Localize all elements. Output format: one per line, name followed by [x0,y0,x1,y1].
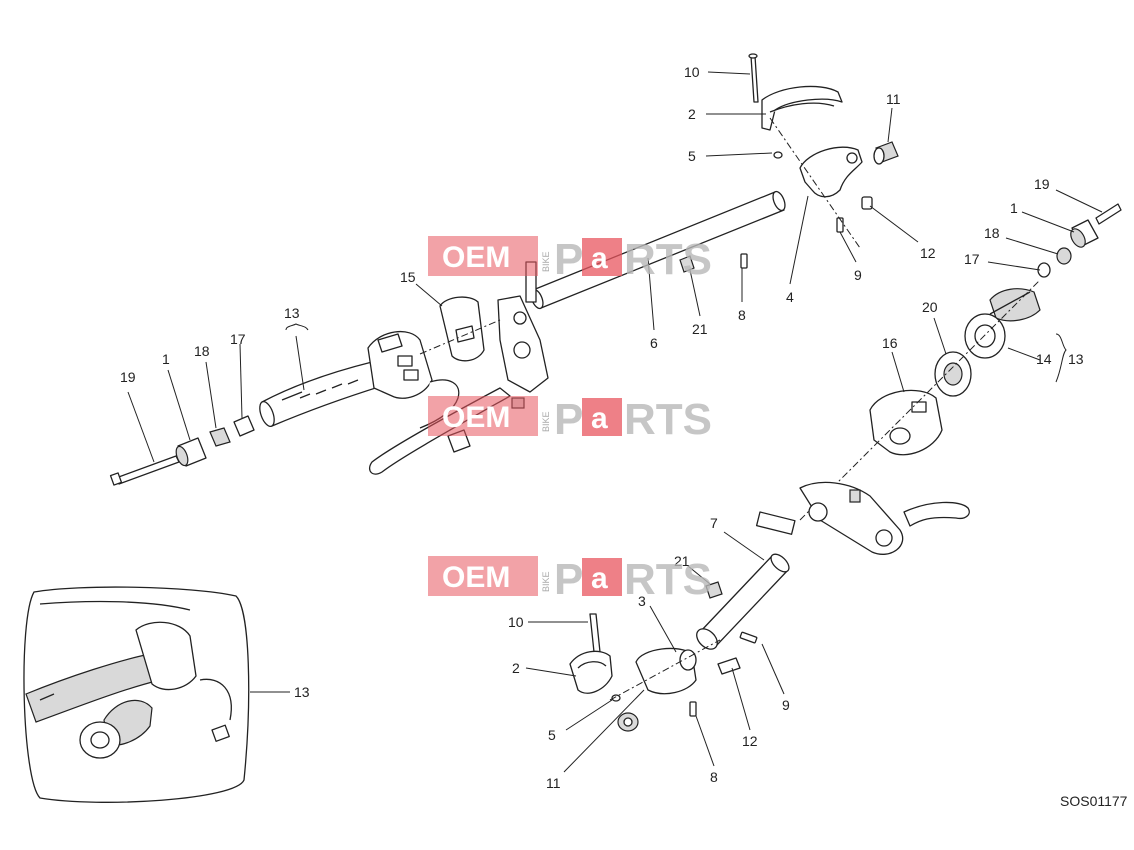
watermark-oem-box [428,236,538,276]
label-7: 7 [710,515,718,531]
watermark-a-box [582,558,622,596]
screw-21-lower [705,581,723,599]
watermark-oem-text: OEM [442,401,510,434]
watermark-a-box [582,238,622,276]
label-19-right: 19 [1034,176,1050,192]
screw-21-upper [679,255,695,273]
inset-detail [23,586,250,803]
label-1-right: 1 [1010,200,1018,216]
lower-clamp-assembly [569,613,758,732]
watermark-bike-text: BIKE [541,411,551,432]
label-18: 18 [194,343,210,359]
watermark-p: P [554,555,583,604]
label-16: 16 [882,335,898,351]
label-21-lower: 21 [674,553,690,569]
label-4: 4 [786,289,794,305]
watermark-oem-box [428,556,538,596]
watermark-oem-text: OEM [442,241,510,274]
label-19: 19 [120,369,136,385]
watermark-oem-box [428,396,538,436]
label-17-right: 17 [964,251,980,267]
label-11-lower: 11 [546,775,561,791]
label-10-lower: 10 [508,614,524,630]
watermark-bike-text: BIKE [541,251,551,272]
label-12: 12 [920,245,936,261]
watermark-a: a [591,242,608,275]
label-10: 10 [684,64,700,80]
label-17: 17 [230,331,246,347]
label-1: 1 [162,351,170,367]
watermark-a: a [591,562,608,595]
watermark-rts: RTS [624,235,712,284]
handlebar-right [696,553,790,650]
watermark-oem-text: OEM [442,561,510,594]
label-21: 21 [692,321,708,337]
label-13-inset: 13 [294,684,310,700]
upper-clamp-assembly [748,53,899,249]
left-grip-assembly [109,261,549,486]
label-5: 5 [688,148,696,164]
watermark-a-box [582,398,622,436]
watermark-bike-text: BIKE [541,571,551,592]
watermark-p: P [554,235,583,284]
label-12-lower: 12 [742,733,758,749]
label-11: 11 [886,91,901,107]
label-13: 13 [284,305,300,321]
label-18-right: 18 [984,225,1000,241]
label-9-lower: 9 [782,697,790,713]
pin-upper [740,253,748,269]
watermark-p: P [554,395,583,444]
watermark-1: OEM BIKE P a RTS [428,235,712,284]
label-3: 3 [638,593,646,609]
label-5-lower: 5 [548,727,556,743]
watermark-a: a [591,402,608,435]
label-15: 15 [400,269,416,285]
label-20: 20 [922,299,938,315]
watermark-2: OEM BIKE P a RTS [428,395,712,444]
watermark-3: OEM BIKE P a RTS [428,555,712,604]
diagram-code: SOS01177 [1060,793,1128,809]
watermark-rts: RTS [624,555,712,604]
leader-lines [127,71,1103,773]
label-2-lower: 2 [512,660,520,676]
label-13-right: 13 [1068,351,1084,367]
right-grip-assembly [755,203,1122,555]
label-8-lower: 8 [710,769,718,785]
label-8: 8 [738,307,746,323]
watermark-rts: RTS [624,395,712,444]
label-9: 9 [854,267,862,283]
label-2: 2 [688,106,696,122]
label-6: 6 [650,335,658,351]
label-14: 14 [1036,351,1052,367]
part-labels: 10 2 5 11 12 9 4 6 8 21 15 13 19 1 18 17… [120,64,1084,791]
